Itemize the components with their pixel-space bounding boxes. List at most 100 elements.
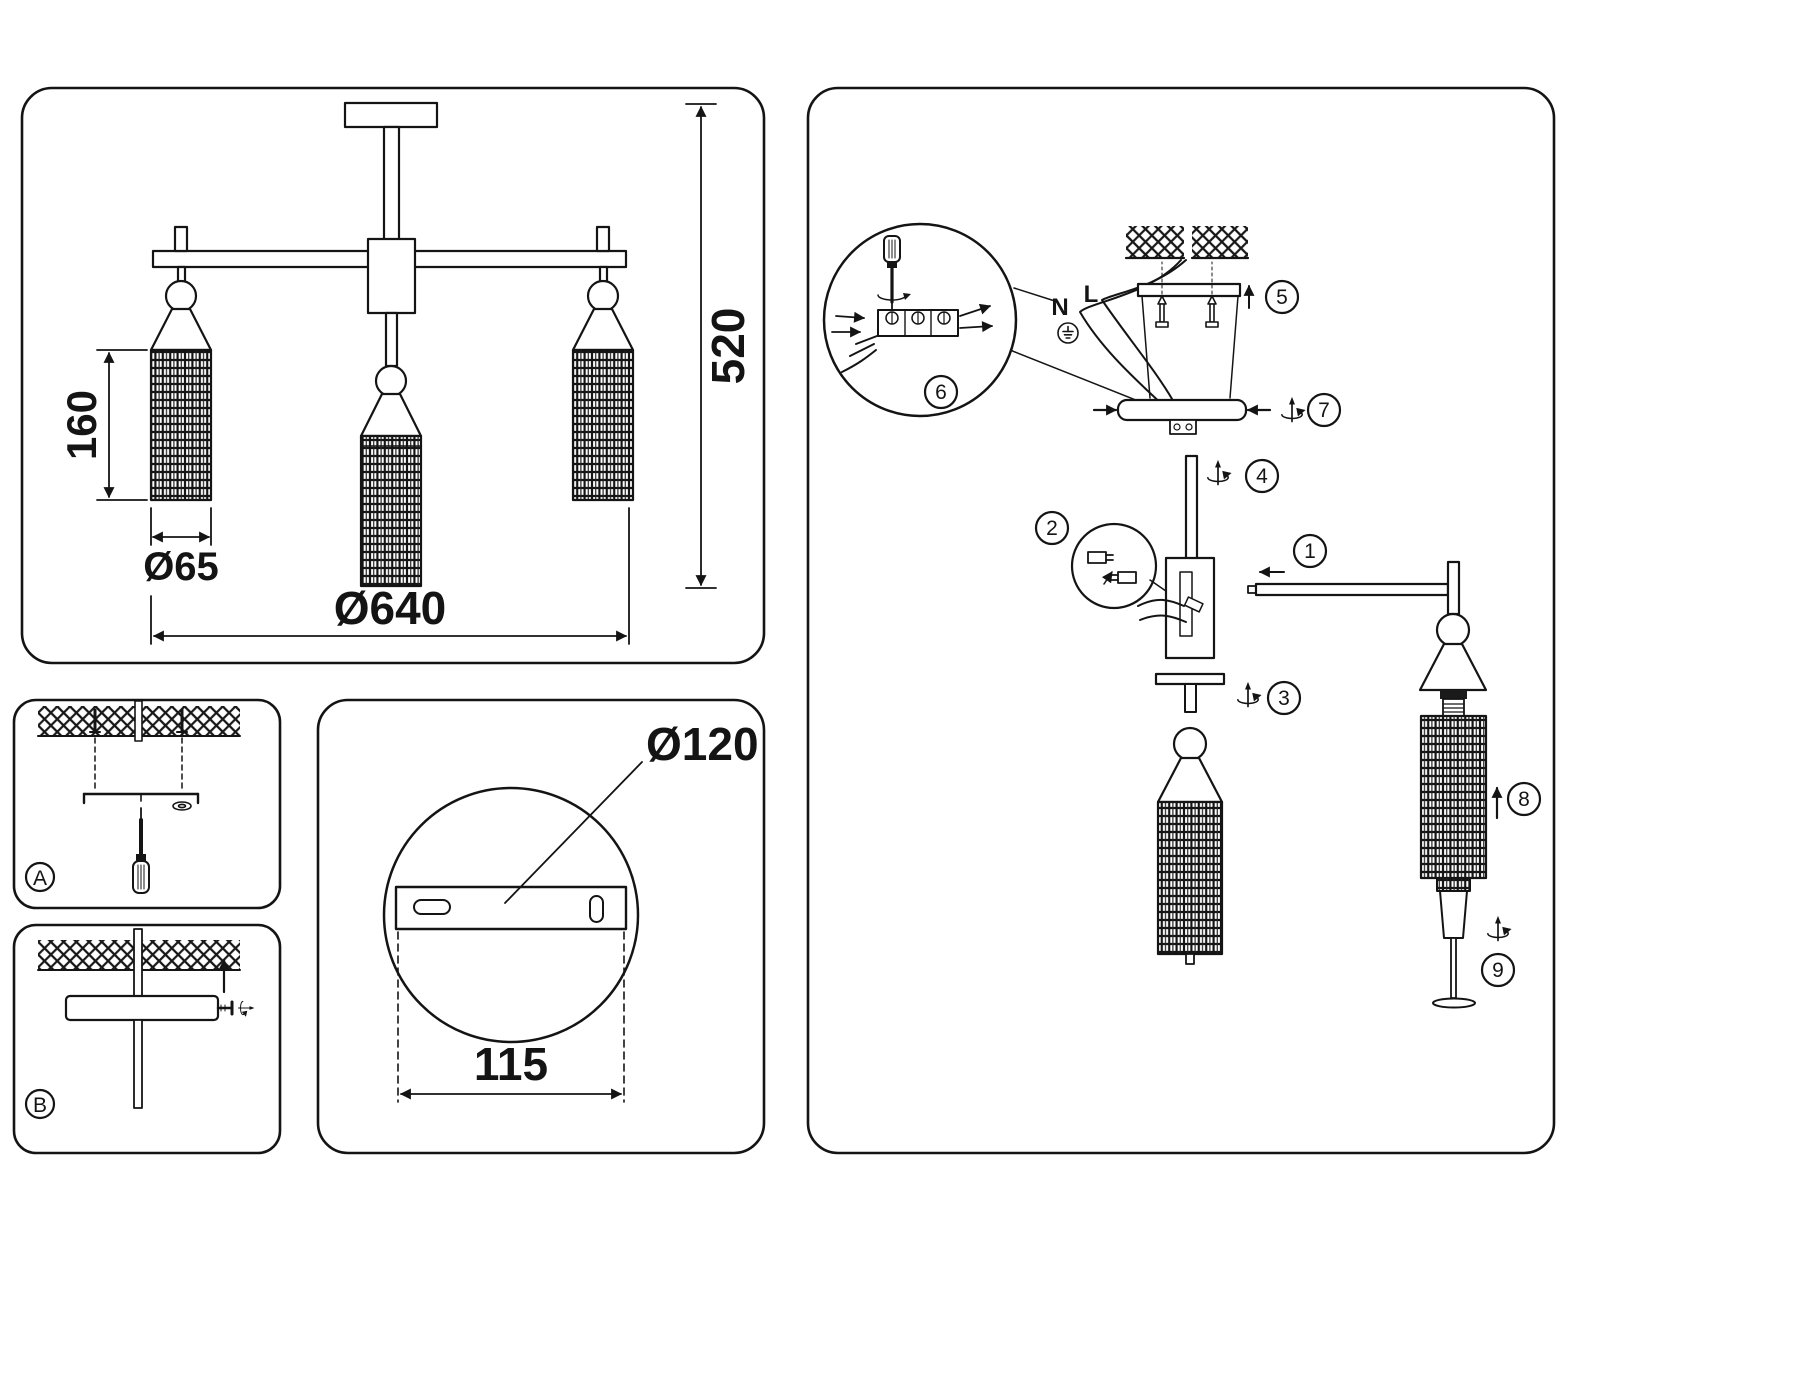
dim-fixture-height-label: 520 [702,308,754,385]
dim-plate-width-label: 115 [474,1038,548,1090]
rotate-icon [1236,680,1263,708]
dim-fixture-height: 520 [685,103,754,589]
step-badge-9: 9 [1480,952,1516,988]
wire-live-label: L [1084,281,1099,308]
left-cone [149,307,213,352]
step-2-label: 2 [1046,517,1058,540]
dim-fixture-diameter: Ø640 [150,507,630,645]
step-badge-7: 7 [1306,392,1342,428]
panel-fixture-dimensions: 520 160 Ø65 Ø640 [20,86,766,665]
step-6-label: 6 [935,381,947,404]
rotate-icon [1486,914,1513,942]
screw-icon [1155,295,1169,328]
step1-arm: 1 [1247,533,1461,616]
finial-disc [1432,997,1476,1009]
center-ball [374,364,408,398]
step-3-label: 3 [1278,687,1290,710]
glass-shade [1419,714,1488,880]
right-ball [586,279,620,313]
rotate-icon [237,1000,256,1018]
wire-insertion-arrows [831,303,994,338]
canopy-bar [64,994,220,1022]
stripped-wires [841,335,878,373]
ground-icon [1057,322,1079,344]
dim-shade-height-label: 160 [58,390,105,460]
left-ball [164,279,198,313]
wire-neutral-label: N [1051,294,1068,321]
step-8-label: 8 [1518,788,1530,811]
socket-collar [1440,690,1467,699]
panel-assembly-steps: L N 5 [806,86,1556,1155]
step-badge-3: 3 [1266,680,1302,716]
screwdriver-icon [883,235,901,313]
panel-step-a: A [12,698,282,910]
left-shade [149,348,213,502]
washer-icon [172,801,192,811]
badge-b: B [24,1088,56,1120]
rotate-icon [1206,458,1233,486]
threaded-ring [1436,877,1471,892]
step2-connectors: 2 [1034,510,1216,660]
panel-border [12,923,282,1155]
zoom-circle [1070,522,1158,610]
step-1-label: 1 [1304,540,1316,563]
lamp-socket [1442,698,1465,717]
panel-mounting-plate: Ø120 115 [316,698,766,1155]
step-badge-1: 1 [1292,533,1328,569]
dim-shade-diameter: Ø65 [143,507,219,589]
step6-terminal-zoom: 6 [822,222,1167,418]
hanging-rod-lower [133,1019,143,1109]
plate-bar [394,885,628,931]
hub-with-wires [1137,556,1216,660]
finial-cup [1439,890,1468,939]
left-assembly-shade [1156,726,1224,965]
step-4-label: 4 [1256,465,1268,488]
leader-line [504,761,643,904]
side-screw-icon [216,1000,234,1016]
finial-stem [1450,937,1457,999]
step-5-label: 5 [1276,286,1288,309]
rotate-icon [1280,395,1307,423]
center-cone [359,392,423,438]
step-badge-2: 2 [1034,510,1070,546]
dim-plate-diameter-label: Ø120 [646,718,759,770]
plate-hole [589,895,604,923]
right-assembly: 8 9 [1418,612,1542,1009]
badge-b-label: B [33,1094,47,1117]
canopy-plate [343,101,439,129]
anchor-right [176,708,188,793]
connector-pair [1087,551,1137,585]
anchor-left [89,708,101,793]
hanging-rod [134,700,143,742]
step5-bracket: 5 [1136,261,1300,399]
center-shade [359,434,423,588]
arm-tube [1254,582,1450,597]
badge-a-label: A [33,867,47,890]
dim-shade-height: 160 [58,349,148,501]
screw-icon [1205,295,1219,328]
dim-shade-diameter-label: Ø65 [143,545,219,589]
hanging-rod-upper [133,928,143,997]
dim-fixture-diameter-label: Ø640 [334,582,447,634]
terminal-block [877,309,959,337]
center-hub [366,237,417,315]
ceiling [1124,226,1250,260]
step-badge-4: 4 [1244,458,1280,494]
arm-elbow [1446,560,1461,616]
step-badge-5: 5 [1264,279,1300,315]
plate-slot [413,899,451,915]
right-arm-stub [595,225,611,253]
step4-rod: 4 [1184,454,1280,562]
screwdriver-icon [132,807,150,894]
step-9-label: 9 [1492,959,1504,982]
center-neck [384,311,399,368]
badge-a: A [24,861,56,893]
right-shade [571,348,635,502]
chandelier-front-view [149,101,635,588]
panel-border [12,698,282,910]
panel-border [316,698,766,1155]
step7-canopy: 7 [1092,392,1342,435]
step-badge-8: 8 [1506,781,1542,817]
